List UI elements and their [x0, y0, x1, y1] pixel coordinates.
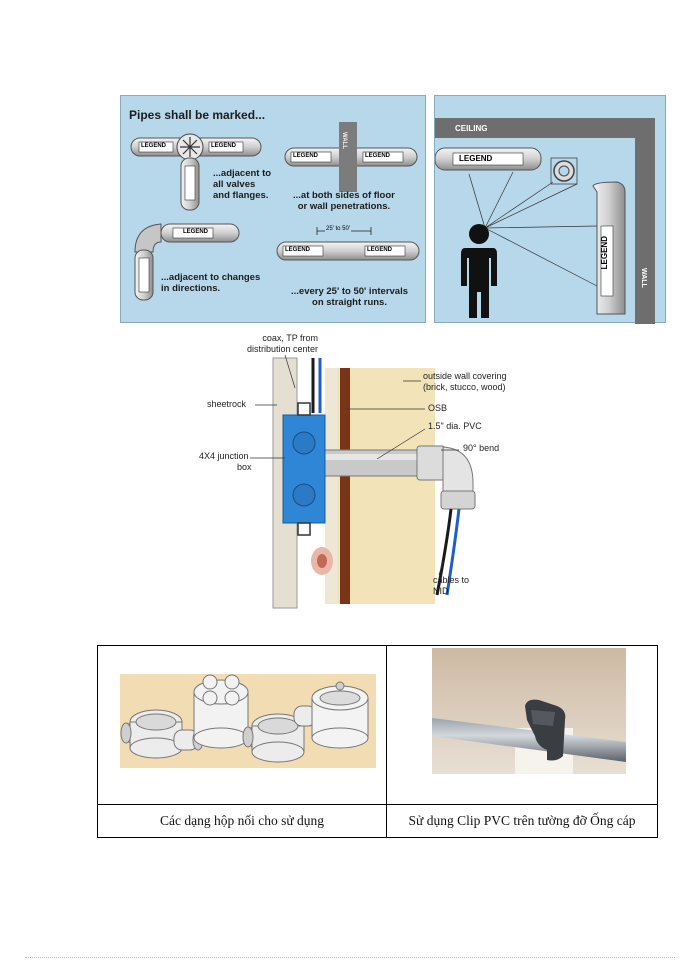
legend-tag: LEGEND	[285, 247, 311, 253]
outside-wall-label: outside wall covering (brick, stucco, wo…	[423, 371, 507, 392]
legend-tag: LEGEND	[293, 153, 319, 159]
junction-boxes-cell	[97, 645, 387, 805]
bend-label: 90° bend	[463, 443, 500, 453]
caption-changes: ...adjacent to changes in directions.	[161, 272, 261, 294]
legend-tag-vertical: LEGEND	[600, 236, 609, 270]
interval-marker: 25' to 50'	[325, 226, 351, 232]
pvc-label: 1.5" dia. PVC	[428, 421, 482, 431]
pvc-clip-cell	[386, 645, 658, 805]
legend-tag: LEGEND	[367, 247, 393, 253]
sheetrock-label: sheetrock	[207, 399, 247, 409]
coax-label: coax, TP from distribution center	[247, 333, 319, 354]
caption-valves: ...adjacent to all valves and flanges.	[213, 168, 272, 201]
legend-tag: LEGEND	[211, 143, 237, 149]
pvc-clip-caption: Sử dụng Clip PVC trên tường đỡ Ống cáp	[386, 804, 658, 838]
pvc-clip-photo	[432, 648, 626, 774]
wall-tag: WALL	[341, 132, 347, 149]
person-silhouette	[461, 224, 497, 318]
osb-label: OSB	[428, 403, 448, 413]
ceiling-label: CEILING	[455, 124, 488, 133]
caption-penetrations: ...at both sides of floor or wall penetr…	[293, 190, 395, 212]
junction-box-diagram: coax, TP from distribution center sheetr…	[185, 333, 515, 611]
legend-tag: LEGEND	[365, 153, 391, 159]
pipe-marking-panel: Pipes shall be marked... LEGEND LEGEND L…	[120, 95, 426, 323]
caption-intervals: ...every 25' to 50' intervals on straigh…	[291, 286, 409, 308]
junction-box-illustration	[250, 354, 476, 609]
sightline-panel: CEILING LEGEND LEGEND WALL	[434, 95, 666, 324]
pipe-marking-title: Pipes shall be marked...	[129, 108, 266, 122]
wall-label: WALL	[640, 268, 647, 288]
photos-table: Các dạng hộp nối cho sử dụng Sử dụng Cli…	[97, 645, 658, 838]
junction-boxes-caption: Các dạng hộp nối cho sử dụng	[97, 804, 387, 838]
pipe-marking-illustration	[130, 122, 420, 301]
page-footer-rule	[25, 957, 675, 958]
legend-tag: LEGEND	[459, 154, 493, 163]
legend-tag: LEGEND	[141, 143, 167, 149]
cables-label: cables to NID	[433, 575, 470, 596]
legend-tag: LEGEND	[183, 229, 209, 235]
junction-box-label: 4X4 junction box	[199, 451, 252, 472]
sightline-illustration	[435, 118, 655, 324]
junction-boxes-photo	[120, 674, 376, 768]
